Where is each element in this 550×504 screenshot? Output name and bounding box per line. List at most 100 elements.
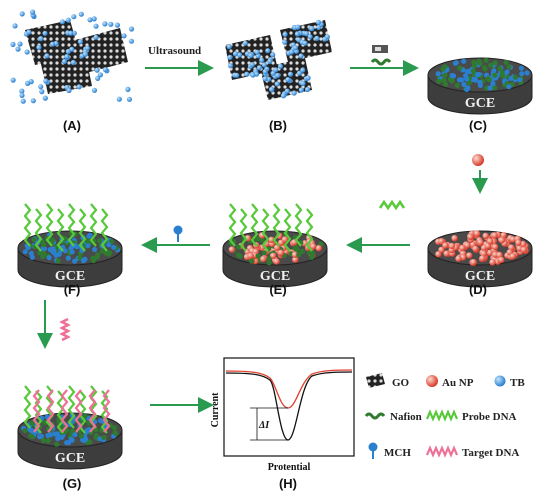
tb-dot [93,23,99,29]
legend-tb: TB [494,375,525,389]
tb-dot [309,26,315,32]
svg-text:Nafion: Nafion [390,411,422,423]
arrow-d-e [346,199,410,253]
tb-dot [59,19,65,25]
label-g: (G) [62,476,82,491]
tb-dot [69,46,75,52]
tb-dot [294,31,300,37]
tb-dot [274,81,280,87]
gce-label: GCE [55,269,85,284]
electrode-c: GCE [427,57,533,115]
tb-dot [91,87,98,93]
tb-dot [36,44,42,51]
electrode-d: GCE [427,230,533,288]
delta-i-label: ΔI [258,420,270,431]
tb-dot [282,39,288,45]
tb-dot [232,51,239,57]
tb-dot [285,77,291,83]
tb-dot [125,86,131,92]
svg-text:TB: TB [510,377,525,389]
arrow-e-f [141,225,210,253]
tb-dot [10,41,16,48]
tb-dot [126,96,132,102]
probe-dna-strand [45,203,54,247]
tb-dot [298,53,304,59]
electrode-e: GCE [222,203,328,288]
label-f: (F) [63,282,81,297]
target-dna-strand [88,389,97,433]
tb-dot [91,16,97,22]
svg-text:Probe DNA: Probe DNA [462,411,517,423]
tb-dot [26,29,32,35]
probe-dna-strand [67,385,76,429]
tb-dot [298,87,304,93]
tb-dot [262,76,268,82]
probe-dna-strand [250,203,259,247]
tb-dot [284,88,290,94]
arrow-a-b: Ultrasound [145,45,214,76]
tb-dot [121,33,127,39]
legend-target-dna: Target DNA [425,445,519,459]
tb-dot [95,75,101,81]
tb-dot [82,51,88,57]
tb-dot [304,86,311,93]
tb-dot [15,46,21,52]
tb-dot [76,84,82,90]
syringe-icon [372,45,388,53]
legend-go: GO [366,373,410,389]
probe-dna-strand [34,208,43,252]
tb-dot [270,70,276,76]
ultrasound-label: Ultrasound [148,45,201,57]
tb-dot [97,72,103,78]
tb-dot [292,45,298,51]
tb-dot [300,67,306,73]
tb-dot [277,63,284,69]
probe-dna-strand [56,390,65,434]
tb-dot [287,71,294,77]
arrow-f-g [37,300,71,349]
tb-dot [234,72,240,78]
probe-dna-strand [261,208,270,252]
gce-label: GCE [260,269,290,284]
probe-dna-strand [23,203,32,247]
label-e: (E) [269,282,287,297]
label-d: (D) [468,282,488,297]
tb-dot [114,22,120,28]
panel-h-plot: ΔI Current Protential [210,357,355,473]
label-c: (C) [468,118,488,133]
tb-dot [305,75,311,81]
legend-nafion: Nafion [364,411,422,423]
tb-dot [265,48,271,54]
probe-dna-strand [89,203,98,247]
legend-mch: MCH [368,442,411,459]
tb-dot [280,93,286,99]
tb-dot [116,96,122,102]
tb-dot [42,95,48,101]
tb-dot [94,67,100,73]
tb-dot [302,40,308,46]
tb-dot [49,41,56,47]
plot-frame [223,357,355,457]
tb-dot [269,86,275,92]
electrodes: GCE GCE GCE GCE GCE [17,57,533,470]
tb-dot [227,63,234,69]
aunp-icon [472,154,484,166]
tb-dot [242,40,248,46]
electrode-f: GCE [17,203,123,288]
tb-dot [237,52,243,58]
tb-dot [254,49,260,55]
legend: GO Au NP TB Nafion Probe DNA MCH Target … [364,373,525,459]
tb-dot [275,72,281,78]
gce-label: GCE [55,451,85,466]
arrow-b-c [350,45,419,76]
tb-dot [267,58,273,64]
tb-dot [30,98,36,104]
tb-dot [70,59,76,66]
target-dna-icon [59,317,71,342]
probe-dna-strand [100,208,109,252]
tb-dot [87,17,93,23]
tb-dot [68,30,74,36]
label-h: (H) [278,476,298,491]
mch-icon [173,225,183,242]
tb-dot [38,36,44,42]
